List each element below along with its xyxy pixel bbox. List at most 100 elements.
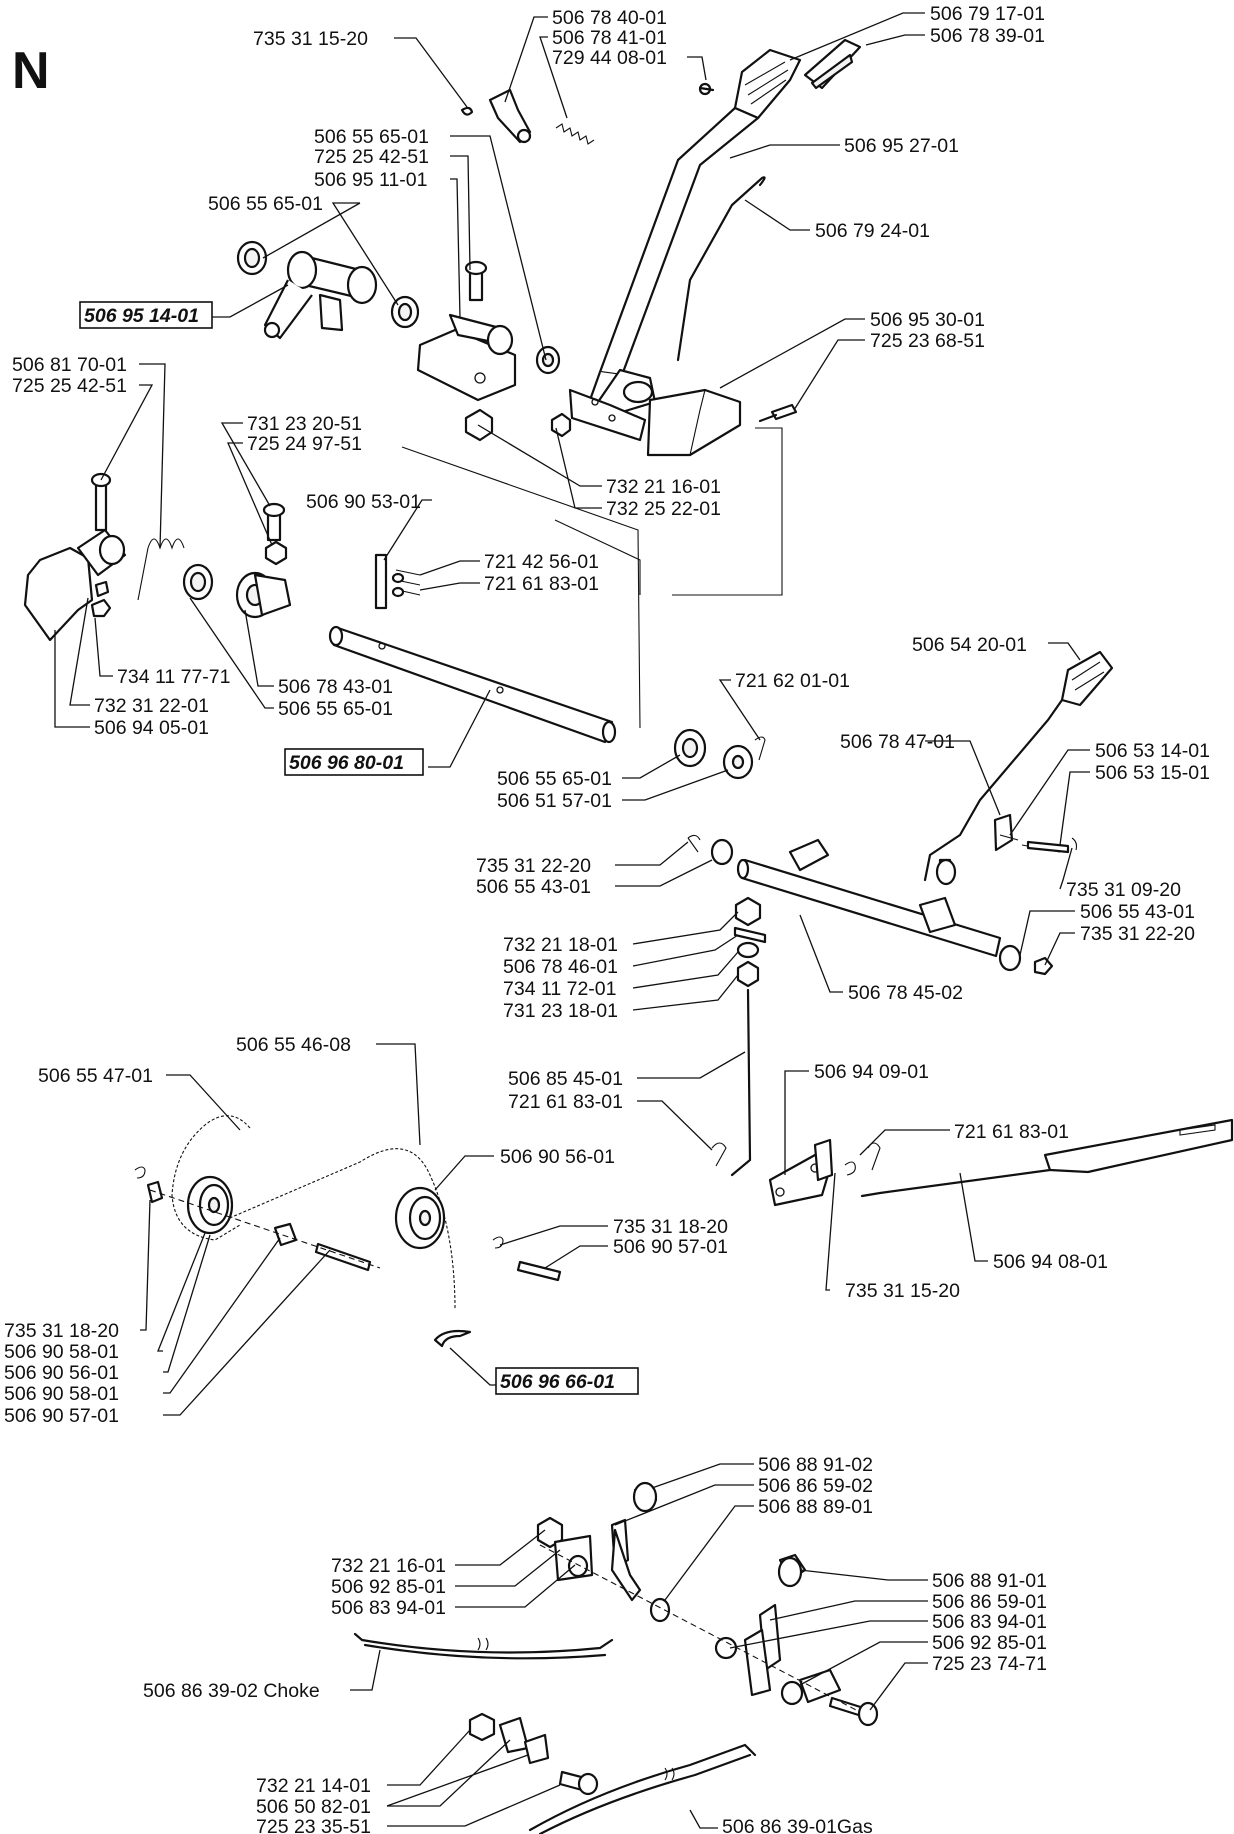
sheet-letter: N [12, 42, 50, 100]
part-label: 506 78 40-01 [552, 7, 667, 29]
vertical-rod-drawing [730, 988, 752, 1177]
part-label: 506 53 15-01 [1095, 762, 1210, 784]
part-label: 506 90 56-01 [500, 1146, 615, 1168]
plate-bolt-shaft-drawing [758, 413, 778, 423]
pedal-pad-drawing [698, 38, 862, 120]
box-506-95-14-01 [79, 301, 213, 329]
part-label: 506 86 39-02 Choke [143, 1680, 320, 1702]
part-label: 506 79 24-01 [815, 220, 930, 242]
part-label: 731 23 20-51 [247, 413, 362, 435]
foot-plate-drawing [646, 388, 742, 457]
part-label: 506 79 17-01 [930, 3, 1045, 25]
part-label: 721 61 83-01 [954, 1121, 1069, 1143]
part-label: 506 88 91-02 [758, 1454, 873, 1476]
gas-cable-clamp-drawing [468, 1712, 757, 1834]
part-label: 506 90 53-01 [306, 491, 421, 513]
part-label: 506 92 85-01 [932, 1632, 1047, 1654]
part-label: 506 55 65-01 [314, 126, 429, 148]
latch-drawing [488, 88, 532, 144]
part-label: 506 53 14-01 [1095, 740, 1210, 762]
part-label: 506 55 65-01 [278, 698, 393, 720]
rod-hardware-drawing [733, 896, 767, 988]
box-506-96-80-01 [284, 748, 424, 776]
part-label: 506 78 41-01 [552, 27, 667, 49]
part-label: 721 42 56-01 [484, 551, 599, 573]
part-label: 725 23 35-51 [256, 1816, 371, 1834]
part-label: 506 90 58-01 [4, 1383, 119, 1405]
label-boxes [79, 301, 639, 1395]
part-label: 721 61 83-01 [484, 573, 599, 595]
spring-drawing [555, 123, 595, 145]
part-drawings [23, 38, 1234, 1834]
part-label: 506 92 85-01 [331, 1576, 446, 1598]
part-label: 506 55 46-08 [236, 1034, 351, 1056]
part-label: 725 23 68-51 [870, 330, 985, 352]
part-label: 506 83 94-01 [331, 1597, 446, 1619]
pulley-left-drawing [134, 1166, 372, 1272]
part-label: 506 94 09-01 [814, 1061, 929, 1083]
part-label: 506 86 59-01 [932, 1591, 1047, 1613]
part-label: 506 83 94-01 [932, 1611, 1047, 1633]
choke-cable-drawing [353, 1632, 614, 1660]
part-label: 735 31 22-20 [1080, 923, 1195, 945]
part-label: 735 31 09-20 [1066, 879, 1181, 901]
part-label: 735 31 22-20 [476, 855, 591, 877]
part-label: 725 24 97-51 [247, 433, 362, 455]
brake-pedal-lever-drawing [568, 106, 760, 442]
control-lever-assembly-drawing [536, 1481, 879, 1727]
part-label: 506 88 91-01 [932, 1570, 1047, 1592]
part-label: 506 95 30-01 [870, 309, 985, 331]
part-label: 506 90 58-01 [4, 1341, 119, 1363]
part-label: 732 31 22-01 [94, 695, 209, 717]
return-rod-drawing [676, 176, 766, 362]
part-label: 506 51 57-01 [497, 790, 612, 812]
part-label: 506 50 82-01 [256, 1796, 371, 1818]
part-label: 729 44 08-01 [552, 47, 667, 69]
part-label: 506 85 45-01 [508, 1068, 623, 1090]
part-label: 721 62 01-01 [735, 670, 850, 692]
part-label: 734 11 77-71 [117, 666, 231, 688]
part-label: 732 21 18-01 [503, 934, 618, 956]
part-label: 732 21 16-01 [606, 476, 721, 498]
part-label: 721 61 83-01 [508, 1091, 623, 1113]
part-label: 506 86 59-02 [758, 1475, 873, 1497]
bushings-drawing [673, 728, 766, 780]
part-label: 732 25 22-01 [606, 498, 721, 520]
part-label: 506 78 43-01 [278, 676, 393, 698]
part-label: 725 25 42-51 [12, 375, 127, 397]
part-label: 506 94 08-01 [993, 1251, 1108, 1273]
part-label: 506 90 56-01 [4, 1362, 119, 1384]
part-label: 731 23 18-01 [503, 1000, 618, 1022]
hairpin-clip-drawing [433, 1329, 472, 1348]
part-label: 506 55 43-01 [1080, 901, 1195, 923]
part-label: 506 55 43-01 [476, 876, 591, 898]
dashed-axis-drawing [149, 1189, 381, 1269]
part-label: 506 88 89-01 [758, 1496, 873, 1518]
part-label: 506 90 57-01 [613, 1236, 728, 1258]
pedal-bracket-drawing [416, 260, 572, 442]
long-shaft-drawing [328, 553, 617, 744]
part-label: 506 86 39-01Gas [722, 1816, 873, 1834]
clip-drawing [460, 106, 474, 116]
part-label: 725 25 42-51 [314, 146, 429, 168]
part-label: 506 78 46-01 [503, 956, 618, 978]
part-label: 506 78 45-02 [848, 982, 963, 1004]
part-label: 506 95 27-01 [844, 135, 959, 157]
part-label: 506 55 65-01 [497, 768, 612, 790]
flat-lever-drawing [860, 1118, 1234, 1198]
cam-parts-drawing [182, 502, 292, 619]
part-label: 735 31 15-20 [845, 1280, 960, 1302]
part-label: 506 78 47-01 [840, 731, 955, 753]
cross-shaft-drawing [687, 834, 1054, 976]
part-label-boxed: 506 96 66-01 [500, 1371, 615, 1393]
cotter-pin-drawing [711, 1142, 727, 1167]
pivot-bracket-drawing [768, 1138, 881, 1207]
pulley-right-drawing [394, 1186, 562, 1282]
alignment-lines [401, 427, 783, 729]
part-label: 734 11 72-01 [503, 978, 617, 1000]
plate-bolt-drawing [770, 403, 798, 421]
part-label: 735 31 18-20 [4, 1320, 119, 1342]
part-label-boxed: 506 96 80-01 [289, 752, 404, 774]
chain-right-drawing [224, 1148, 456, 1311]
